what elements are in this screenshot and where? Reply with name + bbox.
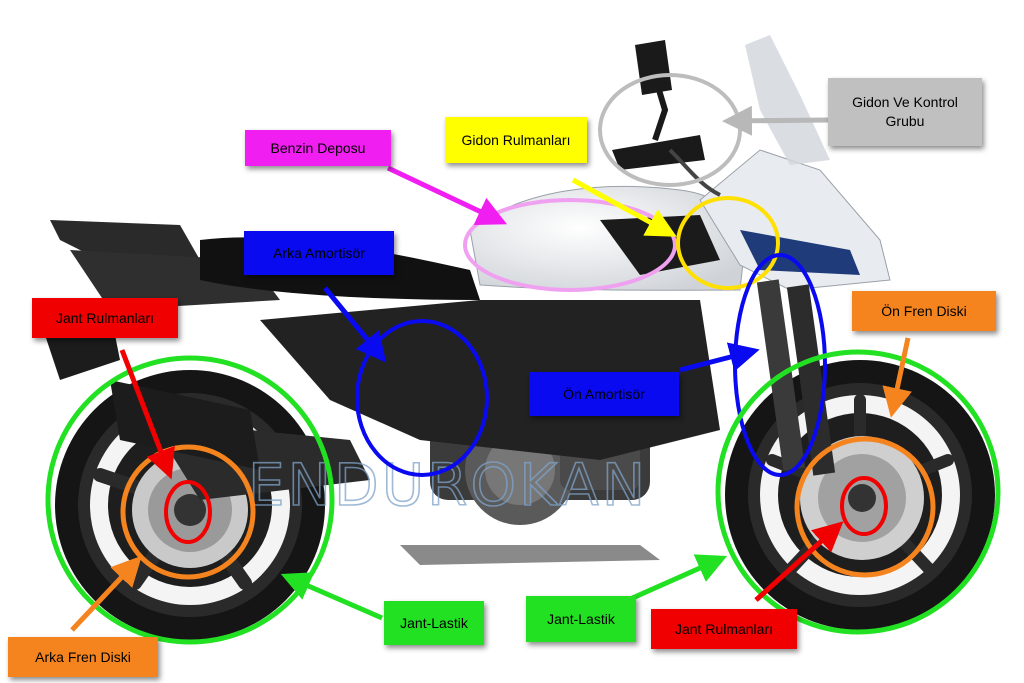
- arrow-jant-rulman-rear: [119, 349, 175, 480]
- arrow-jant-rulman-front: [754, 521, 844, 602]
- rear-disc-highlight: [120, 444, 256, 580]
- label-benzin-deposu: Benzin Deposu: [245, 130, 391, 166]
- handlebar-highlight: [598, 73, 742, 187]
- arrow-on-amortisor: [679, 342, 760, 373]
- label-jant-lastik-rear: Jant-Lastik: [384, 601, 484, 645]
- arrow-gidon-kontrol: [722, 105, 829, 136]
- label-jant-rulmanlari-front: Jant Rulmanları: [651, 609, 797, 649]
- steering-bearing-highlight: [676, 196, 780, 290]
- rear-tire-highlight: [45, 355, 335, 645]
- rear-bearing-highlight: [164, 480, 212, 544]
- arrow-gidon-rulmanlari: [571, 177, 677, 237]
- arrow-on-fren-diski: [882, 337, 912, 418]
- arrow-jant-lastik-rear: [280, 572, 383, 621]
- watermark-text: ENDUROKAN: [248, 451, 648, 519]
- label-arka-amortisor: Arka Amortisör: [244, 231, 394, 275]
- fuel-tank-highlight: [463, 198, 677, 292]
- rear-shock-highlight: [355, 319, 489, 477]
- front-tire-highlight: [715, 349, 1001, 635]
- label-jant-rulmanlari-rear: Jant Rulmanları: [32, 298, 178, 338]
- label-jant-lastik-front: Jant-Lastik: [526, 596, 636, 642]
- label-on-amortisor: Ön Amortisör: [529, 372, 679, 416]
- front-disc-highlight: [794, 436, 936, 578]
- arrow-benzin-deposu: [386, 165, 508, 226]
- label-gidon-rulmanlari: Gidon Rulmanları: [445, 117, 587, 163]
- label-arka-fren-diski: Arka Fren Diski: [8, 637, 158, 677]
- label-gidon-ve-kontrol-grubu: Gidon Ve Kontrol Grubu: [828, 78, 982, 146]
- arrow-jant-lastik-front: [626, 554, 728, 603]
- label-on-fren-diski: Ön Fren Diski: [852, 291, 996, 331]
- front-bearing-highlight: [840, 476, 888, 536]
- arrow-arka-fren-diski: [70, 555, 142, 632]
- pointer-arrows: [70, 105, 912, 632]
- arrow-arka-amortisor: [323, 286, 387, 363]
